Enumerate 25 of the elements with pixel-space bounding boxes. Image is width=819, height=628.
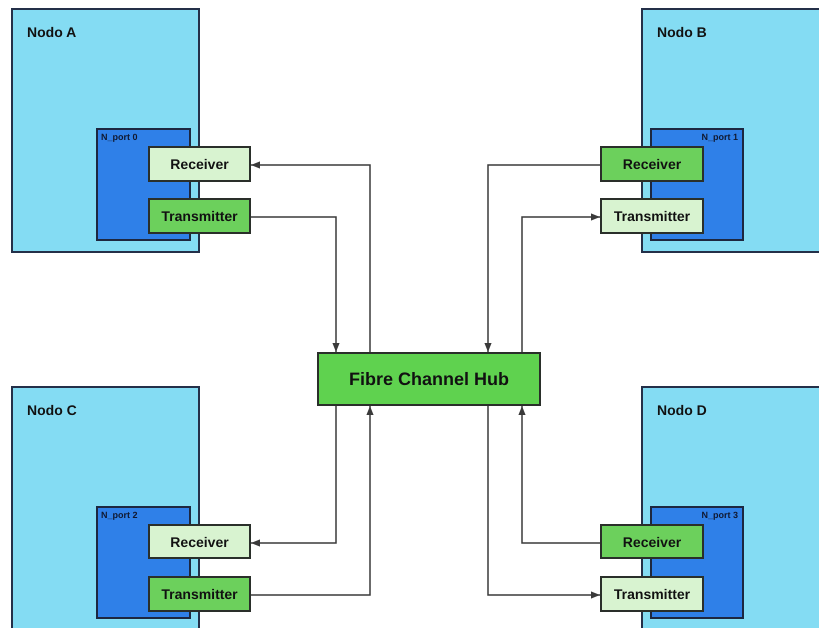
- transmitter-box: Transmitter: [148, 576, 251, 612]
- receiver-box: Receiver: [600, 146, 704, 182]
- receiver-box: Receiver: [600, 524, 704, 559]
- node-title: Nodo C: [27, 402, 77, 418]
- arrow: [484, 164, 600, 352]
- arrow: [487, 406, 600, 599]
- hub-box: Fibre Channel Hub: [317, 352, 541, 406]
- receiver-box: Receiver: [148, 524, 251, 559]
- transmitter-box: Transmitter: [600, 198, 704, 234]
- arrow: [251, 216, 340, 352]
- node-title: Nodo B: [657, 24, 707, 40]
- node-title: Nodo A: [27, 24, 76, 40]
- node-title: Nodo D: [657, 402, 707, 418]
- port-label: N_port 1: [701, 132, 738, 142]
- transmitter-box: Transmitter: [600, 576, 704, 612]
- arrow: [518, 406, 600, 544]
- port-label: N_port 3: [701, 510, 738, 520]
- port-label: N_port 2: [101, 510, 138, 520]
- transmitter-box: Transmitter: [148, 198, 251, 234]
- arrow: [251, 406, 337, 547]
- port-label: N_port 0: [101, 132, 138, 142]
- arrow: [251, 161, 371, 352]
- arrow: [251, 406, 374, 596]
- arrow: [521, 213, 600, 352]
- receiver-box: Receiver: [148, 146, 251, 182]
